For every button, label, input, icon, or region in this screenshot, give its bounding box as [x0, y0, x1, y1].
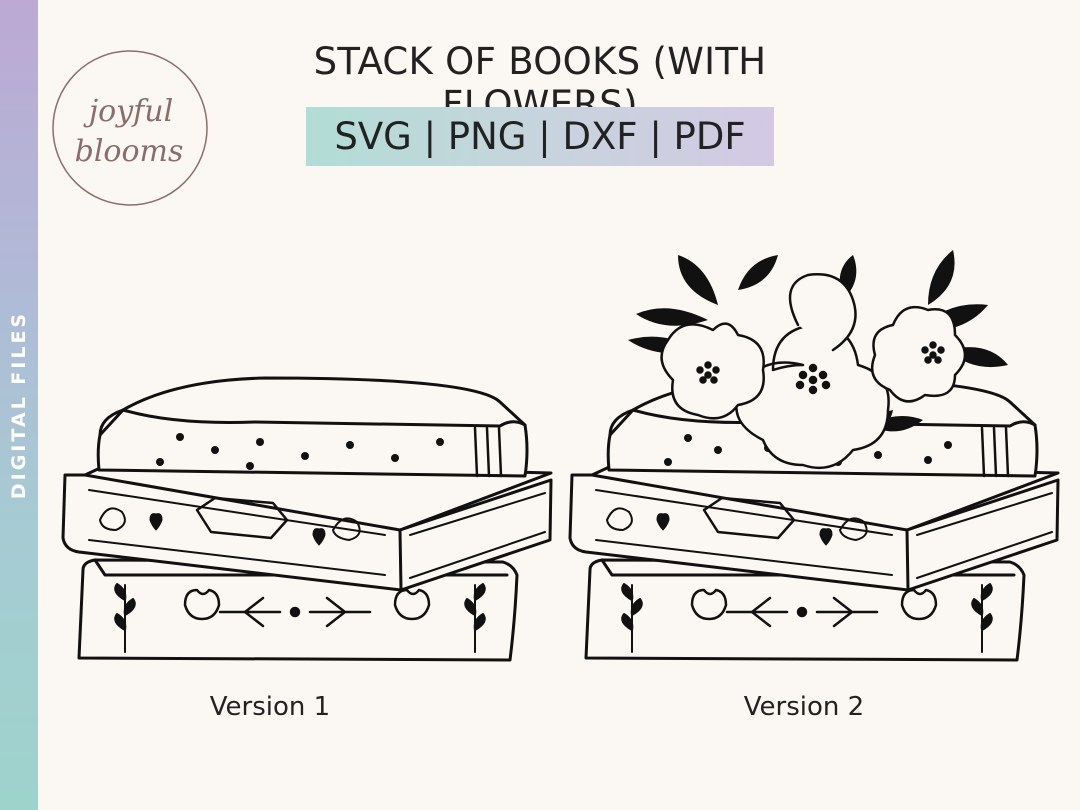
tulip-ornament-icon [183, 588, 431, 628]
flower-icon [870, 305, 967, 403]
leaf-ornament-icon [464, 583, 486, 653]
logo-text-line1: joyful [83, 94, 173, 129]
flower-bouquet [628, 250, 1008, 470]
version-1-label: Version 1 [209, 692, 331, 722]
leaf-ornament-icon [114, 583, 136, 653]
file-formats-banner: SVG | PNG | DXF | PDF [306, 107, 774, 166]
books-stack-illustration-v2 [568, 250, 1060, 662]
side-banner: DIGITAL FILES [0, 0, 38, 810]
polka-dots [156, 433, 444, 470]
version-2-label: Version 2 [743, 692, 865, 722]
tulip-ornament-icon [690, 588, 938, 628]
logo-text-line2: blooms [75, 134, 184, 169]
flower-icon [735, 273, 890, 470]
brand-logo: joyful blooms [52, 50, 208, 206]
leaf-ornament-icon [971, 583, 993, 653]
side-banner-label: DIGITAL FILES [8, 310, 30, 500]
leaf-ornament-icon [621, 583, 643, 653]
books-stack-illustration-v1 [61, 376, 553, 662]
flower-icon [660, 322, 765, 420]
